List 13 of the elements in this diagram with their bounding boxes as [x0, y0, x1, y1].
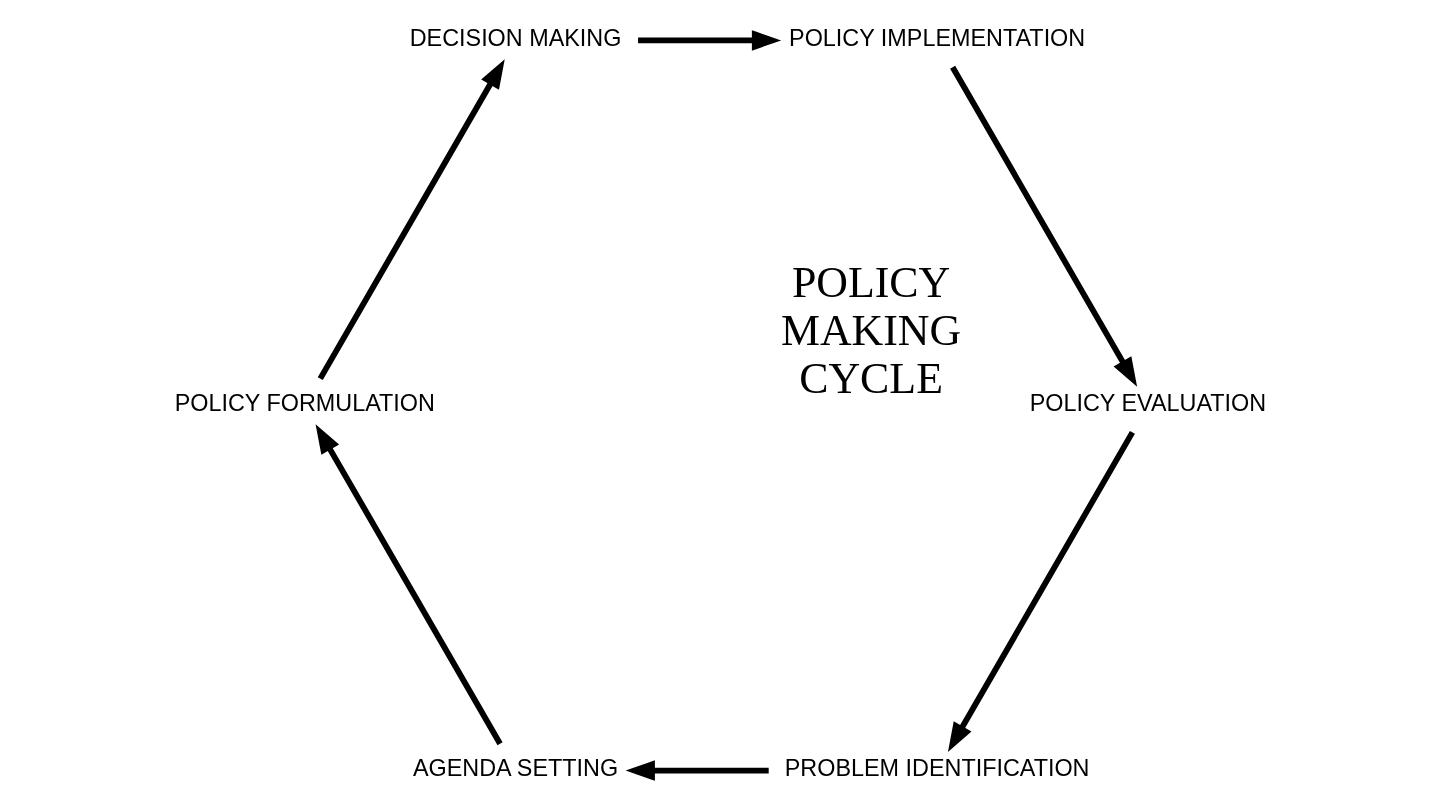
arrow	[315, 424, 503, 746]
node-text: POLICY IMPLEMENTATION	[789, 24, 1086, 51]
node-text: AGENDA SETTING	[412, 755, 619, 782]
label: POLICY MAKING CYCLE	[780, 257, 962, 403]
node-text: POLICY FORMULATION	[174, 390, 435, 417]
arrow	[317, 59, 505, 381]
arrow	[947, 430, 1135, 752]
arrow	[625, 760, 769, 781]
node-text: POLICY EVALUATION	[1029, 390, 1267, 417]
node-text: PROBLEM IDENTIFICATION	[784, 755, 1090, 782]
arrow	[638, 30, 782, 51]
node-text: DECISION MAKING	[409, 24, 622, 51]
arrow	[950, 65, 1138, 387]
